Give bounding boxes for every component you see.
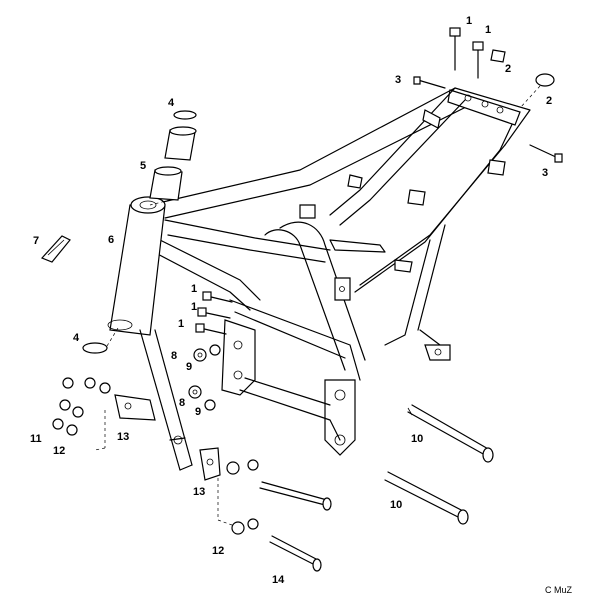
callout-labels: 1 1 2 2 3 3 4 5 7 6 4 1 1 1 8 9 8 9 10 1…	[30, 15, 573, 595]
frame-drawing	[40, 27, 563, 572]
callout-13a: 13	[117, 431, 129, 443]
callout-9b: 9	[195, 406, 201, 418]
callout-13b: 13	[193, 486, 205, 498]
callout-12a: 12	[53, 445, 65, 457]
callout-1d: 1	[191, 301, 197, 313]
callout-10a: 10	[411, 433, 423, 445]
callout-1c: 1	[191, 283, 197, 295]
callout-6: 6	[108, 234, 114, 246]
callout-1b: 1	[485, 24, 491, 36]
callout-3b: 3	[542, 167, 548, 179]
callout-2a: 2	[505, 63, 511, 75]
callout-5: 5	[140, 160, 146, 172]
callout-1e: 1	[178, 318, 184, 330]
callout-10b: 10	[390, 499, 402, 511]
callout-4b: 4	[73, 332, 80, 344]
callout-1a: 1	[466, 15, 472, 27]
callout-2b: 2	[546, 95, 552, 107]
callout-9a: 9	[186, 361, 192, 373]
callout-4a: 4	[168, 97, 175, 109]
callout-11: 11	[30, 433, 42, 445]
callout-3a: 3	[395, 74, 401, 86]
copyright-text: C MuZ	[545, 585, 573, 595]
callout-14: 14	[272, 574, 285, 586]
callout-7: 7	[33, 235, 39, 247]
callout-12b: 12	[212, 545, 224, 557]
callout-8b: 8	[179, 397, 185, 409]
callout-8a: 8	[171, 350, 177, 362]
